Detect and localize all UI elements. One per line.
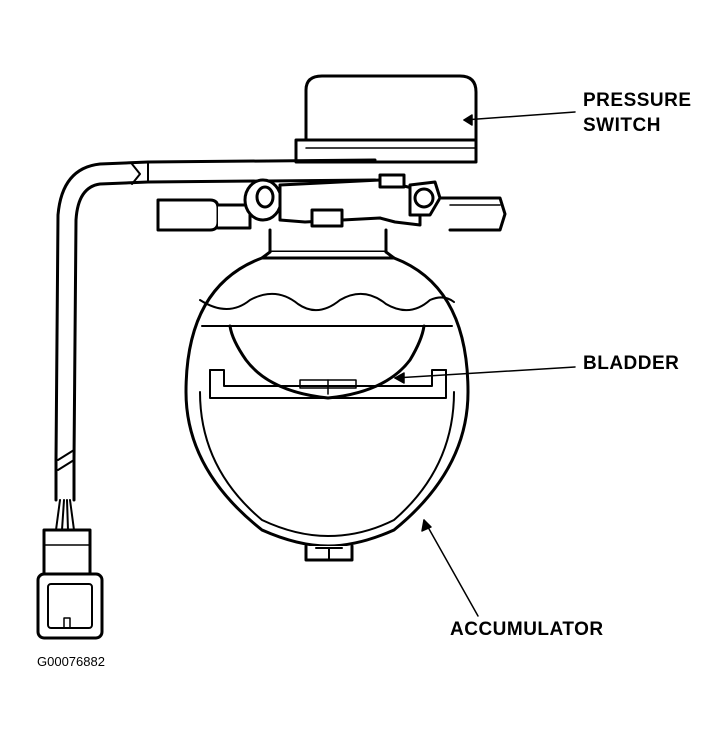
bladder — [202, 326, 452, 398]
leader-lines — [395, 112, 575, 616]
accumulator-body — [186, 230, 468, 560]
accumulator-label: ACCUMULATOR — [450, 619, 604, 640]
bladder-label: BLADDER — [583, 353, 680, 374]
connector — [38, 530, 102, 638]
pressure-switch — [296, 76, 476, 162]
figure-code: G00076882 — [37, 654, 105, 669]
pressure-switch-label-line1: PRESSURE — [583, 90, 692, 111]
pressure-switch-label-line2: SWITCH — [583, 115, 661, 136]
wire-harness — [56, 160, 375, 530]
mounting-bracket — [158, 175, 505, 230]
